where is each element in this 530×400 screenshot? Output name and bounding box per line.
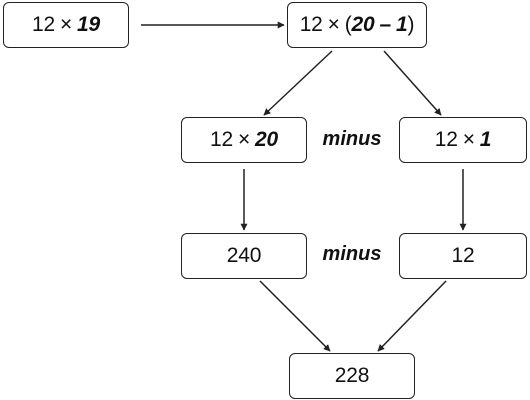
box-12-times-1: 12 × 1 [399, 117, 527, 163]
box-d-base: 12 [434, 128, 458, 151]
box-a-factor: 19 [77, 13, 100, 36]
box-c-base: 12 [209, 128, 233, 151]
box-b-open-paren: ( [344, 13, 352, 36]
box-d-factor: 1 [479, 128, 492, 151]
box-12-times-20: 12 × 20 [181, 117, 307, 163]
operator-minus-bottom: minus [322, 243, 382, 265]
box-228-result: 228 [289, 353, 415, 399]
arrow-b-to-d [383, 50, 442, 116]
box-240: 240 [181, 233, 307, 279]
box-12: 12 [399, 233, 527, 279]
box-b-close-paren: ) [407, 13, 415, 36]
box-f-value: 12 [451, 244, 475, 267]
box-a-base: 12 [31, 13, 55, 36]
box-b-times: × [327, 13, 340, 36]
operator-minus-top: minus [322, 128, 382, 150]
box-12-times-20-minus-1: 12 × ( 20 – 1 ) [287, 2, 427, 48]
box-d-times: × [462, 128, 475, 151]
box-c-times: × [237, 128, 251, 151]
box-a-times: × [59, 13, 73, 36]
box-b-minus: – [379, 13, 392, 36]
box-e-value: 240 [226, 244, 262, 267]
box-b-small: 1 [396, 13, 408, 36]
box-c-factor: 20 [255, 128, 278, 151]
box-b-big: 20 [351, 13, 375, 36]
arrow-b-to-c [263, 50, 333, 116]
arrow-e-to-g [259, 280, 331, 352]
arrow-f-to-g [377, 280, 447, 352]
box-g-value: 228 [334, 364, 370, 387]
box-12-times-19: 12 × 19 [3, 2, 129, 48]
box-b-base: 12 [299, 13, 323, 36]
